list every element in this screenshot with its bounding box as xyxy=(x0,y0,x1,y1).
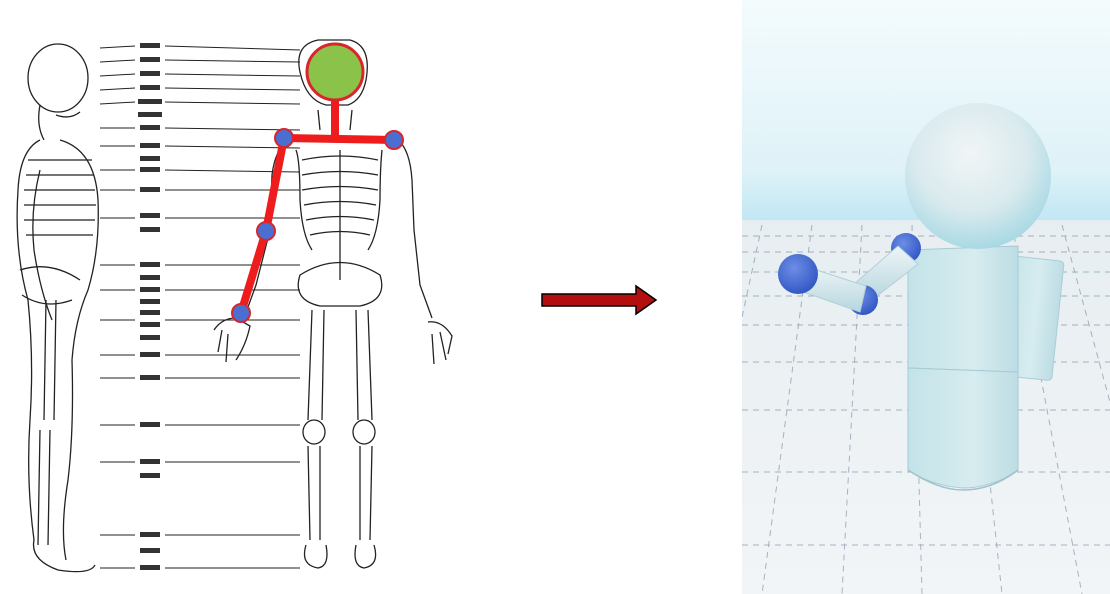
label-glyph-marks xyxy=(138,43,162,570)
head-joint xyxy=(307,44,363,100)
hand-joint xyxy=(778,254,818,294)
avatar-render xyxy=(742,0,1110,594)
avatar-head xyxy=(905,103,1051,249)
elbow-joint xyxy=(257,222,275,240)
left-shoulder-joint xyxy=(385,131,403,149)
side-view-skeleton xyxy=(17,44,98,572)
wrist-joint xyxy=(232,304,250,322)
arrow-icon xyxy=(536,282,664,322)
anatomy-svg xyxy=(0,0,470,594)
pose-bones xyxy=(241,100,394,313)
anatomy-illustration xyxy=(0,0,470,594)
right-shoulder-joint xyxy=(275,129,293,147)
torso-upper xyxy=(908,246,1018,372)
transform-arrow xyxy=(536,282,664,322)
torso-lower xyxy=(908,368,1018,488)
avatar-svg xyxy=(742,0,1110,594)
label-leaders xyxy=(100,46,300,568)
